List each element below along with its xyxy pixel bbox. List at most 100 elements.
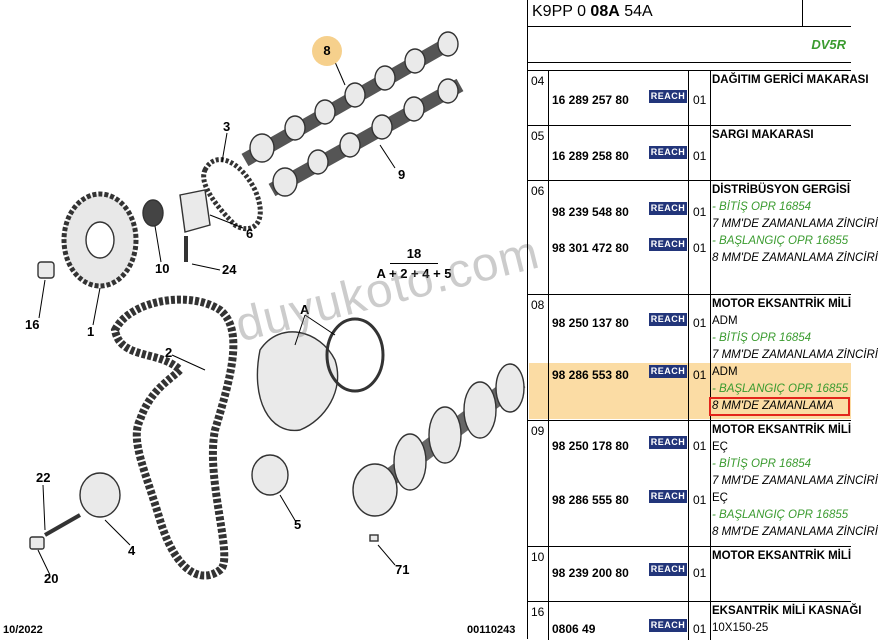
- callout-4: 4: [128, 543, 136, 558]
- variant-header: DV5R: [528, 26, 851, 63]
- part-number[interactable]: 16 289 257 80: [552, 93, 629, 107]
- callout-6: 6: [246, 226, 254, 241]
- callout-71: 71: [395, 562, 410, 577]
- reach-badge: REACH: [649, 313, 687, 326]
- part-number[interactable]: 98 250 137 80: [552, 316, 629, 330]
- description-line: - BİTİŞ OPR 16854: [712, 332, 812, 344]
- description-line: - BAŞLANGIÇ OPR 16855: [712, 509, 849, 521]
- part-description: MOTOR EKSANTRİK MİLİ: [712, 548, 851, 565]
- description-line: EÇ: [712, 492, 728, 504]
- callout-5: 5: [294, 517, 302, 532]
- callout-3: 3: [223, 119, 231, 134]
- reach-badge: REACH: [649, 490, 687, 503]
- part-number[interactable]: 98 250 178 80: [552, 439, 629, 453]
- description-line: MOTOR EKSANTRİK MİLİ: [712, 298, 852, 310]
- description-line: EÇ: [712, 441, 728, 453]
- callout-20: 20: [44, 571, 59, 586]
- description-line: ADM: [712, 366, 738, 378]
- description-line: MOTOR EKSANTRİK MİLİ: [712, 550, 852, 562]
- bolt-16-part: [37, 261, 55, 279]
- crank-sprocket-part: [61, 191, 139, 289]
- table-row[interactable]: 08 98 250 137 80 REACH 01 98 286 553 80 REACH…: [528, 294, 878, 421]
- part-number[interactable]: 98 286 555 80: [552, 493, 629, 507]
- callout-9: 9: [398, 167, 406, 182]
- camshaft-intake-part: [241, 31, 459, 167]
- callout-24: 24: [222, 262, 237, 277]
- quantity: 01: [693, 439, 707, 453]
- reach-badge: REACH: [649, 146, 687, 159]
- part-number[interactable]: 98 301 472 80: [552, 241, 629, 255]
- callout-2: 2: [165, 345, 173, 360]
- description-line: EKSANTRİK MİLİ KASNAĞI: [712, 605, 862, 617]
- selected-note-frame: [709, 397, 850, 416]
- description-line: 7 MM'DE ZAMANLAMA ZİNCİRİ: [712, 475, 878, 487]
- quantity: 01: [693, 316, 707, 330]
- part-description: MOTOR EKSANTRİK MİLİ EÇ - BİTİŞ OPR 16854 7…: [712, 422, 878, 541]
- quantity: 01: [693, 205, 707, 219]
- reach-badge: REACH: [649, 619, 687, 632]
- quantity: 01: [693, 93, 707, 107]
- selected-row-highlight: [529, 363, 851, 419]
- description-line: - BAŞLANGIÇ OPR 16855: [712, 235, 849, 247]
- engine-exploded-view: [29, 31, 526, 580]
- camshaft-exhaust-part: [268, 78, 464, 197]
- description-line: - BİTİŞ OPR 16854: [712, 458, 812, 470]
- description-line: 10X150-25: [712, 622, 769, 634]
- table-row[interactable]: 04 16 289 257 80 REACH 01 DAĞITIM GERİCİ MAK…: [528, 70, 869, 126]
- quantity: 01: [693, 566, 707, 580]
- chain-tensioner-part: [179, 189, 211, 233]
- description-line: 8 MM'DE ZAMANLAMA: [712, 400, 834, 412]
- quantity: 01: [693, 622, 707, 636]
- reach-badge: REACH: [649, 202, 687, 215]
- reach-badge: REACH: [649, 563, 687, 576]
- key-71-part: [369, 534, 379, 542]
- stud-22-part: [44, 513, 81, 537]
- description-line: 8 MM'DE ZAMANLAMA ZİNCİRİ: [712, 526, 878, 538]
- quantity: 01: [693, 241, 707, 255]
- part-description: SARGI MAKARASI: [712, 127, 851, 144]
- variant-label: DV5R: [811, 37, 846, 52]
- crankshaft-part: [352, 363, 526, 517]
- quantity: 01: [693, 493, 707, 507]
- row-number: 04: [531, 74, 545, 88]
- callout-10: 10: [155, 261, 170, 276]
- table-row[interactable]: 10 98 239 200 80 REACH 01 MOTOR EKSANTRİK Mİ…: [528, 546, 851, 602]
- gasket-part: [325, 317, 385, 393]
- diagram-date: 10/2022: [3, 624, 43, 636]
- belt-tensioner-part: [79, 472, 121, 518]
- part-description: MOTOR EKSANTRİK MİLİ ADM - BİTİŞ OPR 16854…: [712, 296, 878, 415]
- row-number: 16: [531, 605, 545, 619]
- part-number[interactable]: 98 239 200 80: [552, 566, 629, 580]
- description-line: - BAŞLANGIÇ OPR 16855: [712, 383, 849, 395]
- callout-a: A: [300, 302, 310, 317]
- row-number: 08: [531, 298, 545, 312]
- formula-bottom: A + 2 + 4 + 5: [376, 266, 452, 281]
- part-number[interactable]: 98 239 548 80: [552, 205, 629, 219]
- description-line: 7 MM'DE ZAMANLAMA ZİNCİRİ: [712, 349, 878, 361]
- part-number[interactable]: 0806 49: [552, 622, 596, 636]
- timing-chain-part: [201, 157, 263, 232]
- table-row[interactable]: 16 0806 49 REACH 01 EKSANTRİK MİLİ KASNAĞI 10…: [528, 601, 862, 640]
- parts-diagram: 8 3 9 6 10 24 16 1 A 2 22 4 5 20 71 18 A…: [3, 31, 545, 636]
- assembly-formula: 18 A + 2 + 4 + 5: [358, 246, 470, 281]
- formula-top: 18: [390, 246, 438, 264]
- part-number[interactable]: 16 289 258 80: [552, 149, 629, 163]
- row-number: 10: [531, 550, 545, 564]
- timing-belt-part: [110, 295, 238, 580]
- description-line: MOTOR EKSANTRİK MİLİ: [712, 424, 852, 436]
- part-number[interactable]: 98 286 553 80: [552, 368, 629, 382]
- description-line: SARGI MAKARASI: [712, 129, 814, 141]
- engine-header: K9PP 0 08A 54A: [528, 0, 851, 27]
- description-line: 8 MM'DE ZAMANLAMA ZİNCİRİ: [712, 252, 878, 264]
- description-line: DİSTRİBÜSYON GERGİSİ: [712, 184, 851, 196]
- reach-badge: REACH: [649, 365, 687, 378]
- description-line: DAĞITIM GERİCİ MAKARASI: [712, 74, 869, 86]
- part-description: EKSANTRİK MİLİ KASNAĞI 10X150-25: [712, 603, 862, 637]
- diagram-ref: 00110243: [467, 624, 516, 636]
- reach-badge: REACH: [649, 90, 687, 103]
- description-line: 7 MM'DE ZAMANLAMA ZİNCİRİ: [712, 218, 878, 230]
